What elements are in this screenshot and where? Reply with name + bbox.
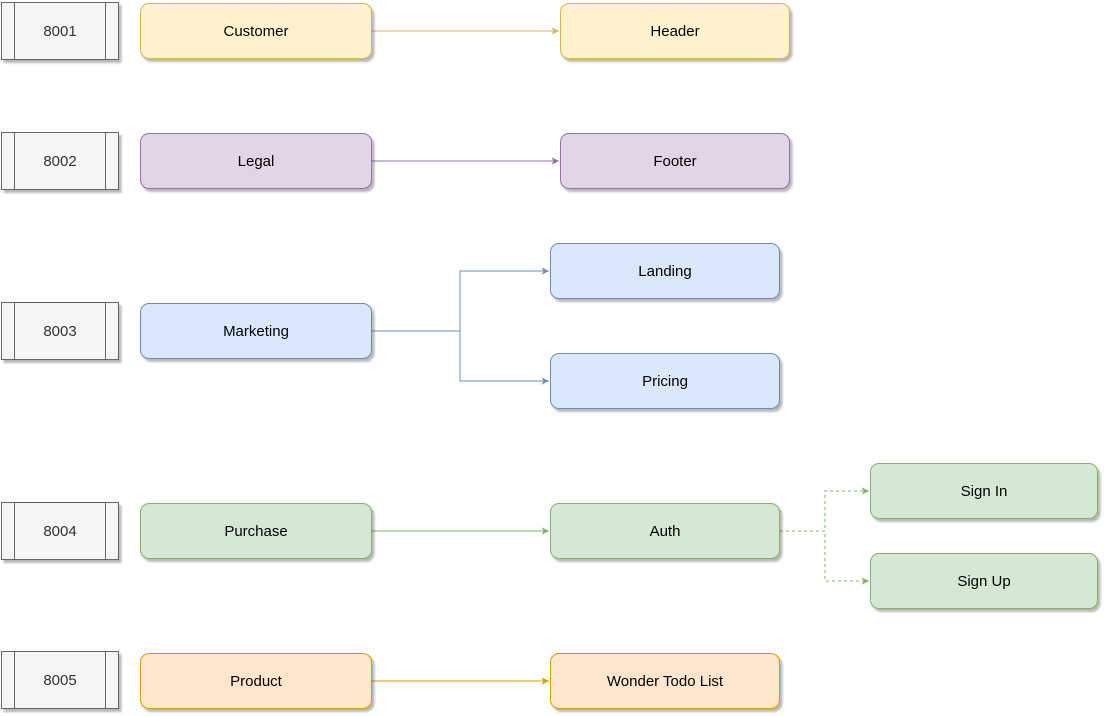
node-pricing[interactable]: Pricing: [550, 353, 780, 409]
node-label-product: Product: [230, 672, 282, 690]
node-auth[interactable]: Auth: [550, 503, 780, 559]
node-label-customer: Customer: [223, 22, 289, 40]
node-sign-up[interactable]: Sign Up: [870, 553, 1098, 609]
edge-marketing-pricing[interactable]: [372, 330, 549, 385]
node-header[interactable]: Header: [560, 3, 790, 59]
node-wonder[interactable]: Wonder Todo List: [550, 653, 780, 709]
node-label-port-8003: 8003: [43, 322, 77, 340]
node-label-auth: Auth: [649, 522, 681, 540]
process-divider-line: [105, 503, 106, 559]
node-purchase[interactable]: Purchase: [140, 503, 372, 559]
node-label-port-8004: 8004: [43, 522, 77, 540]
node-port-8002[interactable]: 8002: [1, 132, 119, 190]
node-label-purchase: Purchase: [224, 522, 288, 540]
node-label-sign-in: Sign In: [960, 482, 1008, 500]
process-divider-line: [105, 303, 106, 359]
process-divider-line: [14, 133, 15, 189]
process-divider-line: [14, 303, 15, 359]
node-label-port-8005: 8005: [43, 671, 77, 689]
process-divider-line: [105, 652, 106, 708]
node-port-8005[interactable]: 8005: [1, 651, 119, 709]
node-sign-in[interactable]: Sign In: [870, 463, 1098, 519]
node-footer[interactable]: Footer: [560, 133, 790, 189]
node-label-wonder: Wonder Todo List: [606, 672, 724, 690]
edge-auth-sign-in[interactable]: [780, 487, 869, 532]
node-label-port-8002: 8002: [43, 152, 77, 170]
edge-auth-sign-up[interactable]: [780, 530, 869, 585]
node-label-pricing: Pricing: [642, 372, 688, 390]
node-customer[interactable]: Customer: [140, 3, 372, 59]
node-marketing[interactable]: Marketing: [140, 303, 372, 359]
node-port-8003[interactable]: 8003: [1, 302, 119, 360]
node-port-8004[interactable]: 8004: [1, 502, 119, 560]
process-divider-line: [14, 503, 15, 559]
node-product[interactable]: Product: [140, 653, 372, 709]
process-divider-line: [105, 133, 106, 189]
node-label-port-8001: 8001: [43, 22, 77, 40]
node-label-landing: Landing: [638, 262, 692, 280]
node-landing[interactable]: Landing: [550, 243, 780, 299]
node-label-legal: Legal: [237, 152, 275, 170]
node-label-footer: Footer: [653, 152, 697, 170]
node-legal[interactable]: Legal: [140, 133, 372, 189]
node-label-header: Header: [650, 22, 700, 40]
process-divider-line: [14, 3, 15, 59]
process-divider-line: [105, 3, 106, 59]
edge-marketing-landing[interactable]: [372, 267, 549, 332]
node-label-marketing: Marketing: [223, 322, 289, 340]
node-port-8001[interactable]: 8001: [1, 2, 119, 60]
process-divider-line: [14, 652, 15, 708]
node-label-sign-up: Sign Up: [957, 572, 1011, 590]
